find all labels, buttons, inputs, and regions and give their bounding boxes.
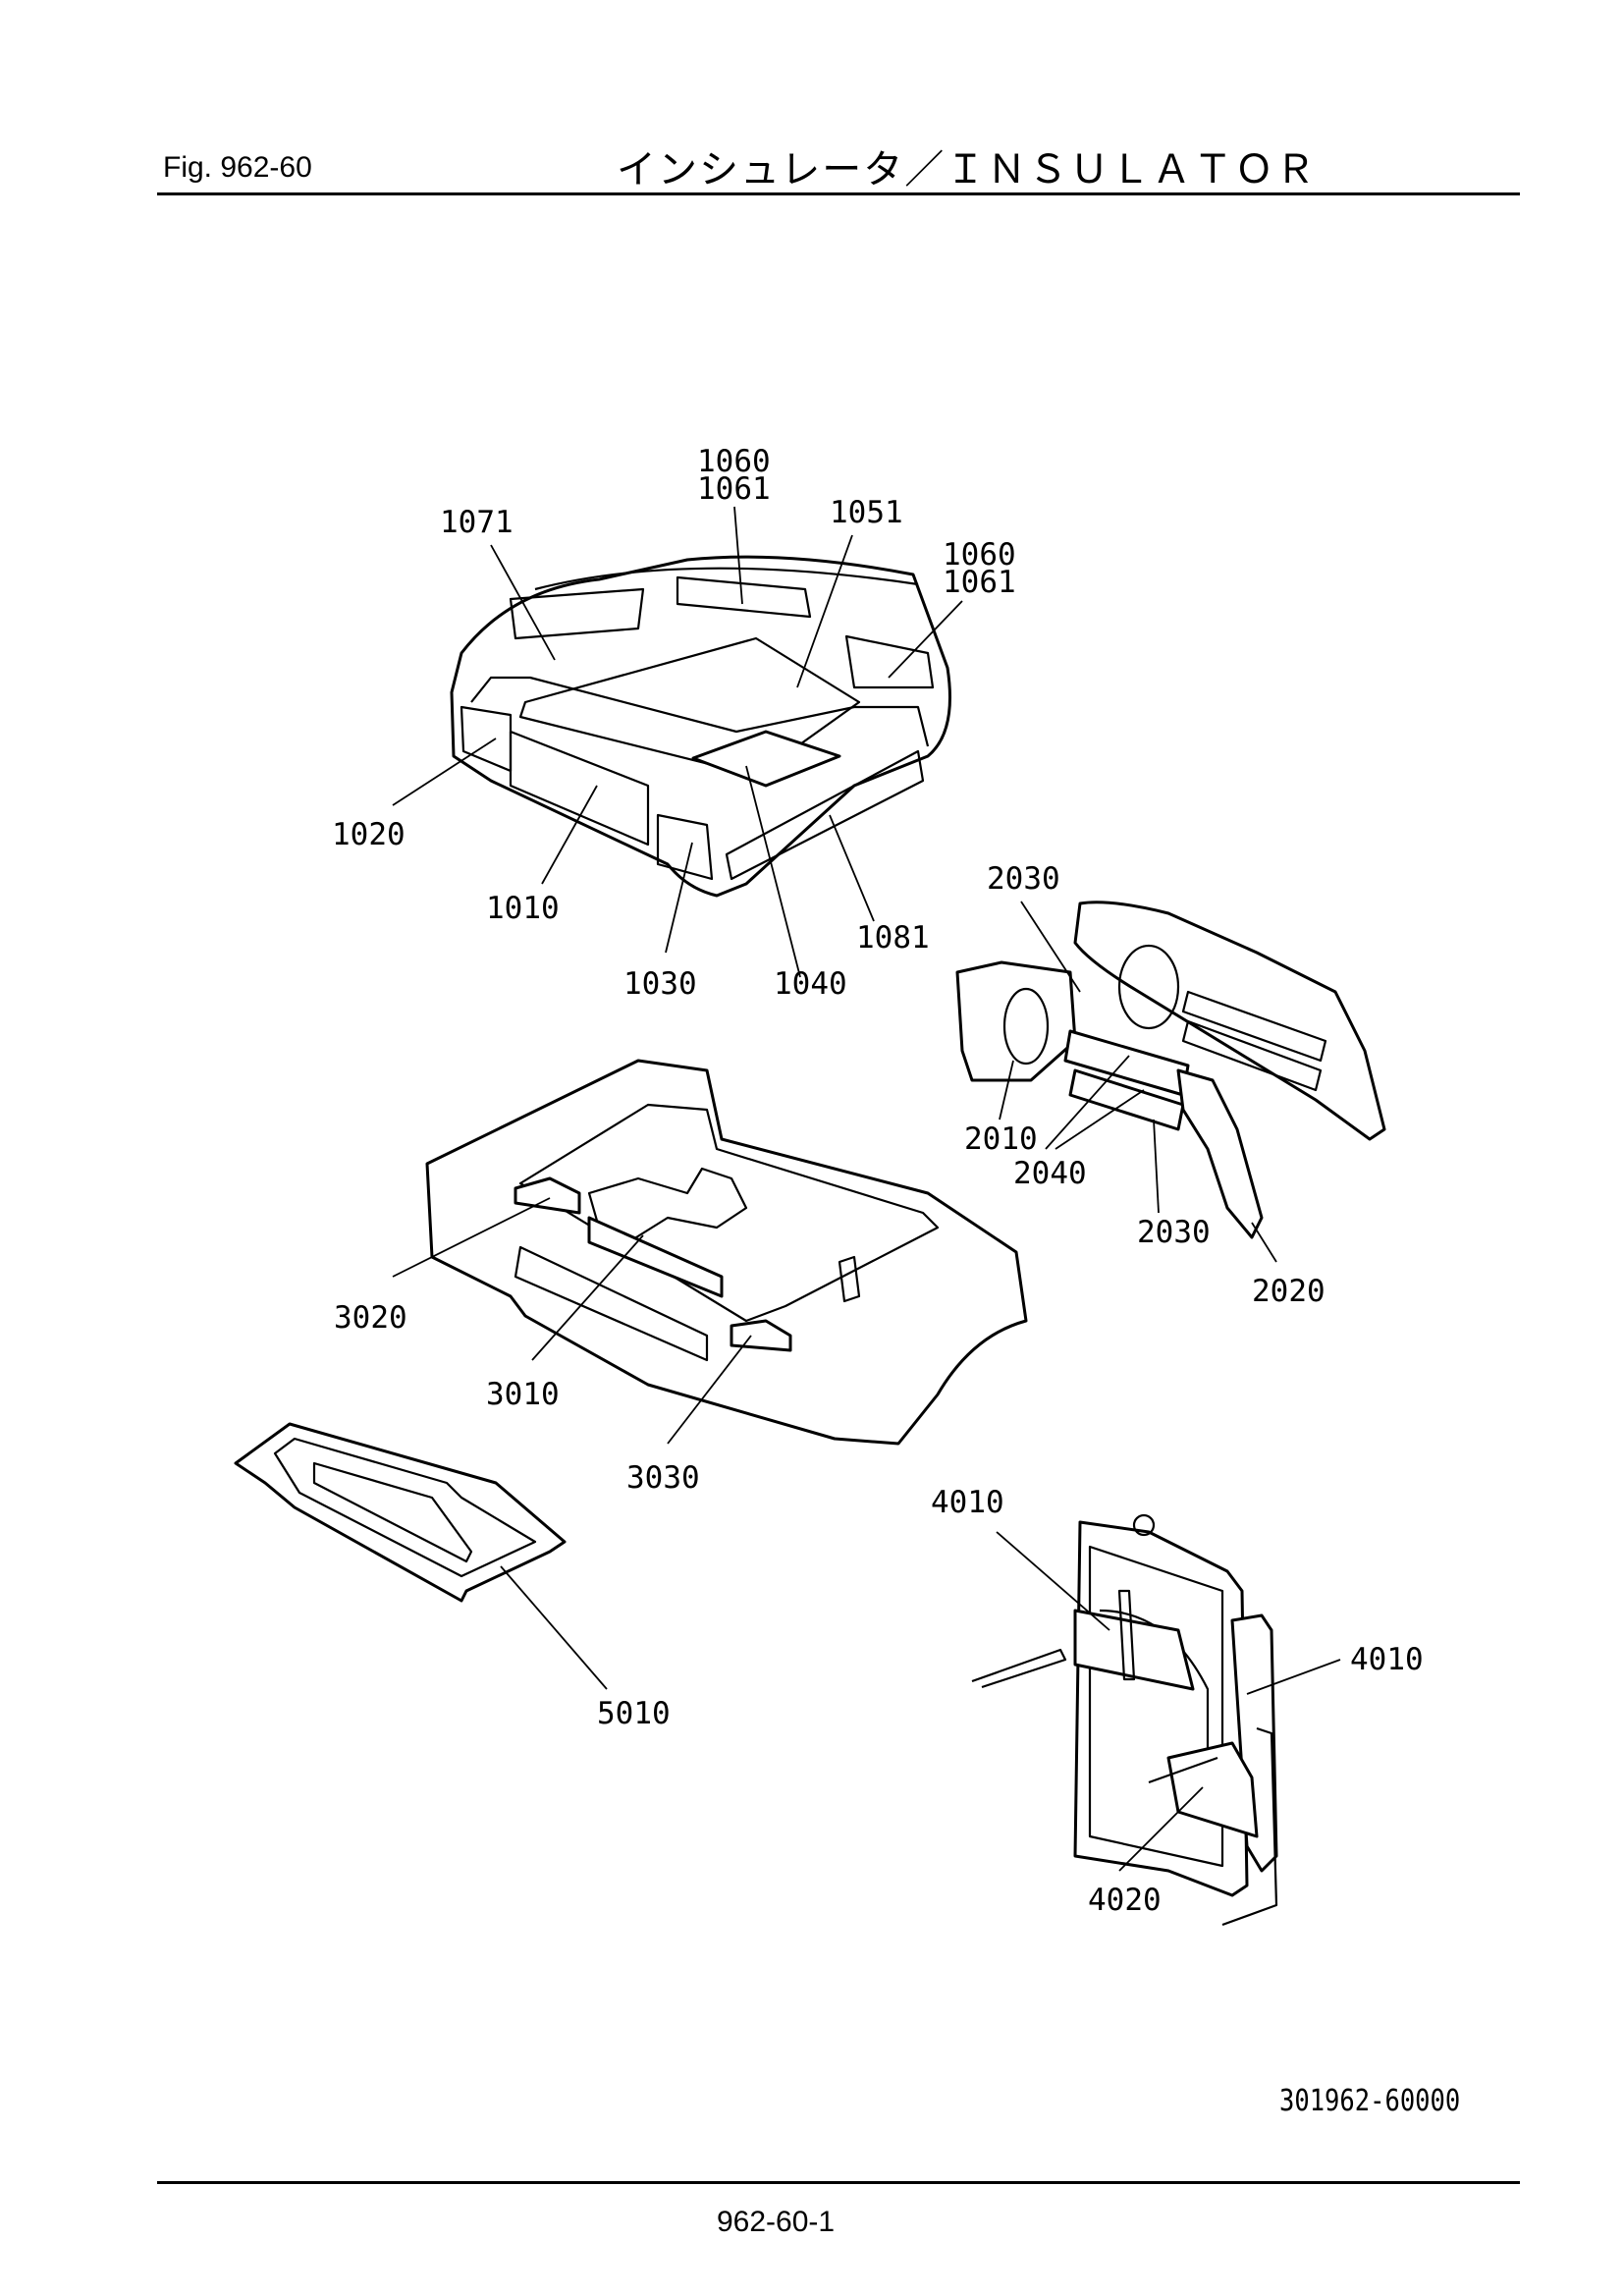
roof-insulator-assembly xyxy=(450,555,951,898)
callout-4020: 4020 xyxy=(1088,1883,1162,1918)
callout-1060-top: 1060 xyxy=(697,444,771,479)
callout-1081: 1081 xyxy=(856,920,930,956)
callout-1040: 1040 xyxy=(774,966,847,1002)
callout-1051: 1051 xyxy=(830,495,903,530)
rear-insulator-assembly xyxy=(955,901,1386,1239)
radiator-insulator-assembly xyxy=(971,1513,1278,1927)
callout-1060-right: 1060 xyxy=(943,537,1016,573)
callout-5010: 5010 xyxy=(597,1696,671,1731)
page-title: インシュレータ／ＩＮＳＵＬＡＴＯＲ xyxy=(617,147,1318,192)
callout-1071: 1071 xyxy=(440,505,514,540)
leader-lines xyxy=(392,506,1341,1872)
callout-3020: 3020 xyxy=(334,1300,407,1336)
callout-1061-top: 1061 xyxy=(697,471,771,507)
callout-4010-right: 4010 xyxy=(1350,1642,1424,1677)
document-number: 301962-60000 xyxy=(1279,2084,1461,2118)
figure-label: Fig. 962-60 xyxy=(163,151,312,184)
callout-labels: 1060 1061 1071 1051 1060 1061 1020 1010 … xyxy=(332,444,1424,1918)
callout-3010: 3010 xyxy=(486,1377,560,1412)
callout-2030-top: 2030 xyxy=(987,861,1060,897)
callout-2010: 2010 xyxy=(964,1121,1038,1157)
floor-mat-insulator xyxy=(234,1422,567,1603)
footer-rule xyxy=(157,2181,1520,2184)
callout-2040: 2040 xyxy=(1013,1156,1087,1191)
callout-2030-bottom: 2030 xyxy=(1137,1215,1211,1250)
callout-1020: 1020 xyxy=(332,817,406,852)
callout-2020: 2020 xyxy=(1252,1274,1325,1309)
callout-1010: 1010 xyxy=(486,891,560,926)
page-number: 962-60-1 xyxy=(717,2206,836,2238)
header-rule xyxy=(157,192,1520,195)
callout-3030: 3030 xyxy=(626,1460,700,1496)
floor-insulator-assembly xyxy=(425,1059,1028,1446)
callout-4010-left: 4010 xyxy=(931,1485,1004,1520)
callout-1030: 1030 xyxy=(623,966,697,1002)
callout-1061-right: 1061 xyxy=(943,565,1016,600)
